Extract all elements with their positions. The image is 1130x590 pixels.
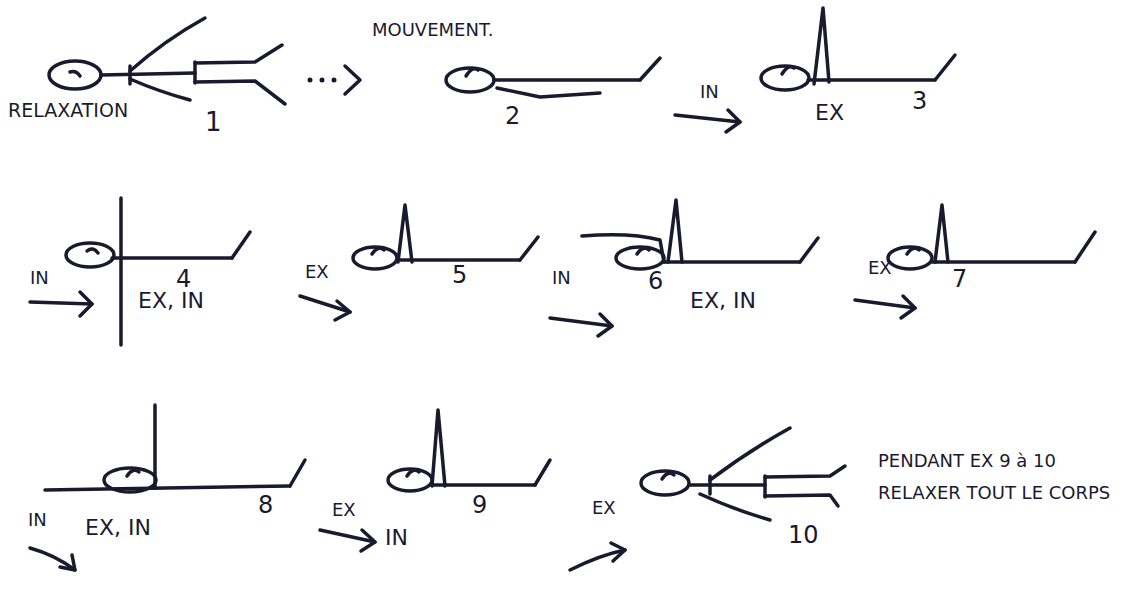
figure-relaxed <box>641 428 845 520</box>
breath-label: IN <box>30 268 49 289</box>
breath-label: EX <box>332 500 356 521</box>
breath-label: IN <box>552 268 571 289</box>
figure-relaxed <box>49 18 285 104</box>
state-word: RELAXATION <box>8 100 128 122</box>
breath-label: IN <box>28 510 47 531</box>
breath-arrow <box>30 548 75 570</box>
breath-arrow <box>675 110 740 132</box>
step-number: 8 <box>258 492 273 520</box>
breath-label: EX, IN <box>690 288 756 313</box>
breath-arrow <box>855 296 915 318</box>
breath-arrow <box>300 296 350 320</box>
breath-label: IN <box>385 525 408 550</box>
step-number: 5 <box>452 262 467 290</box>
step-number: 7 <box>952 266 967 294</box>
step-number: 3 <box>912 88 927 116</box>
figure-arms-up <box>353 205 538 269</box>
instruction-note: PENDANT EX 9 à 10 RELAXER TOUT LE CORPS <box>878 445 1114 509</box>
figure-arms-vertical <box>45 405 305 492</box>
figure-arms-up <box>761 8 955 90</box>
figure-arms-up <box>388 410 550 491</box>
figure-arms-vertical <box>66 198 250 345</box>
dotted-arrow <box>308 66 361 94</box>
breath-arrow <box>550 314 612 336</box>
figure-arms-behind <box>582 200 818 269</box>
breath-label: EX, IN <box>138 288 204 313</box>
figure-lying <box>446 58 660 97</box>
step-number: 2 <box>505 103 520 131</box>
breath-label: EX <box>868 258 892 279</box>
step-number: 10 <box>788 522 819 550</box>
breath-label: EX, IN <box>85 515 151 540</box>
breath-arrow <box>570 543 625 570</box>
breath-label: IN <box>700 82 719 103</box>
breath-label: EX <box>592 498 616 519</box>
breath-label: EX <box>305 262 329 283</box>
step-number: 6 <box>648 268 663 296</box>
breath-label: EX <box>815 100 844 125</box>
heading-word: MOUVEMENT. <box>372 20 494 41</box>
step-number: 1 <box>205 108 222 138</box>
breath-arrow <box>320 530 375 551</box>
step-number: 9 <box>472 492 487 520</box>
breath-arrow <box>30 292 92 316</box>
figure-arms-up <box>888 205 1095 269</box>
